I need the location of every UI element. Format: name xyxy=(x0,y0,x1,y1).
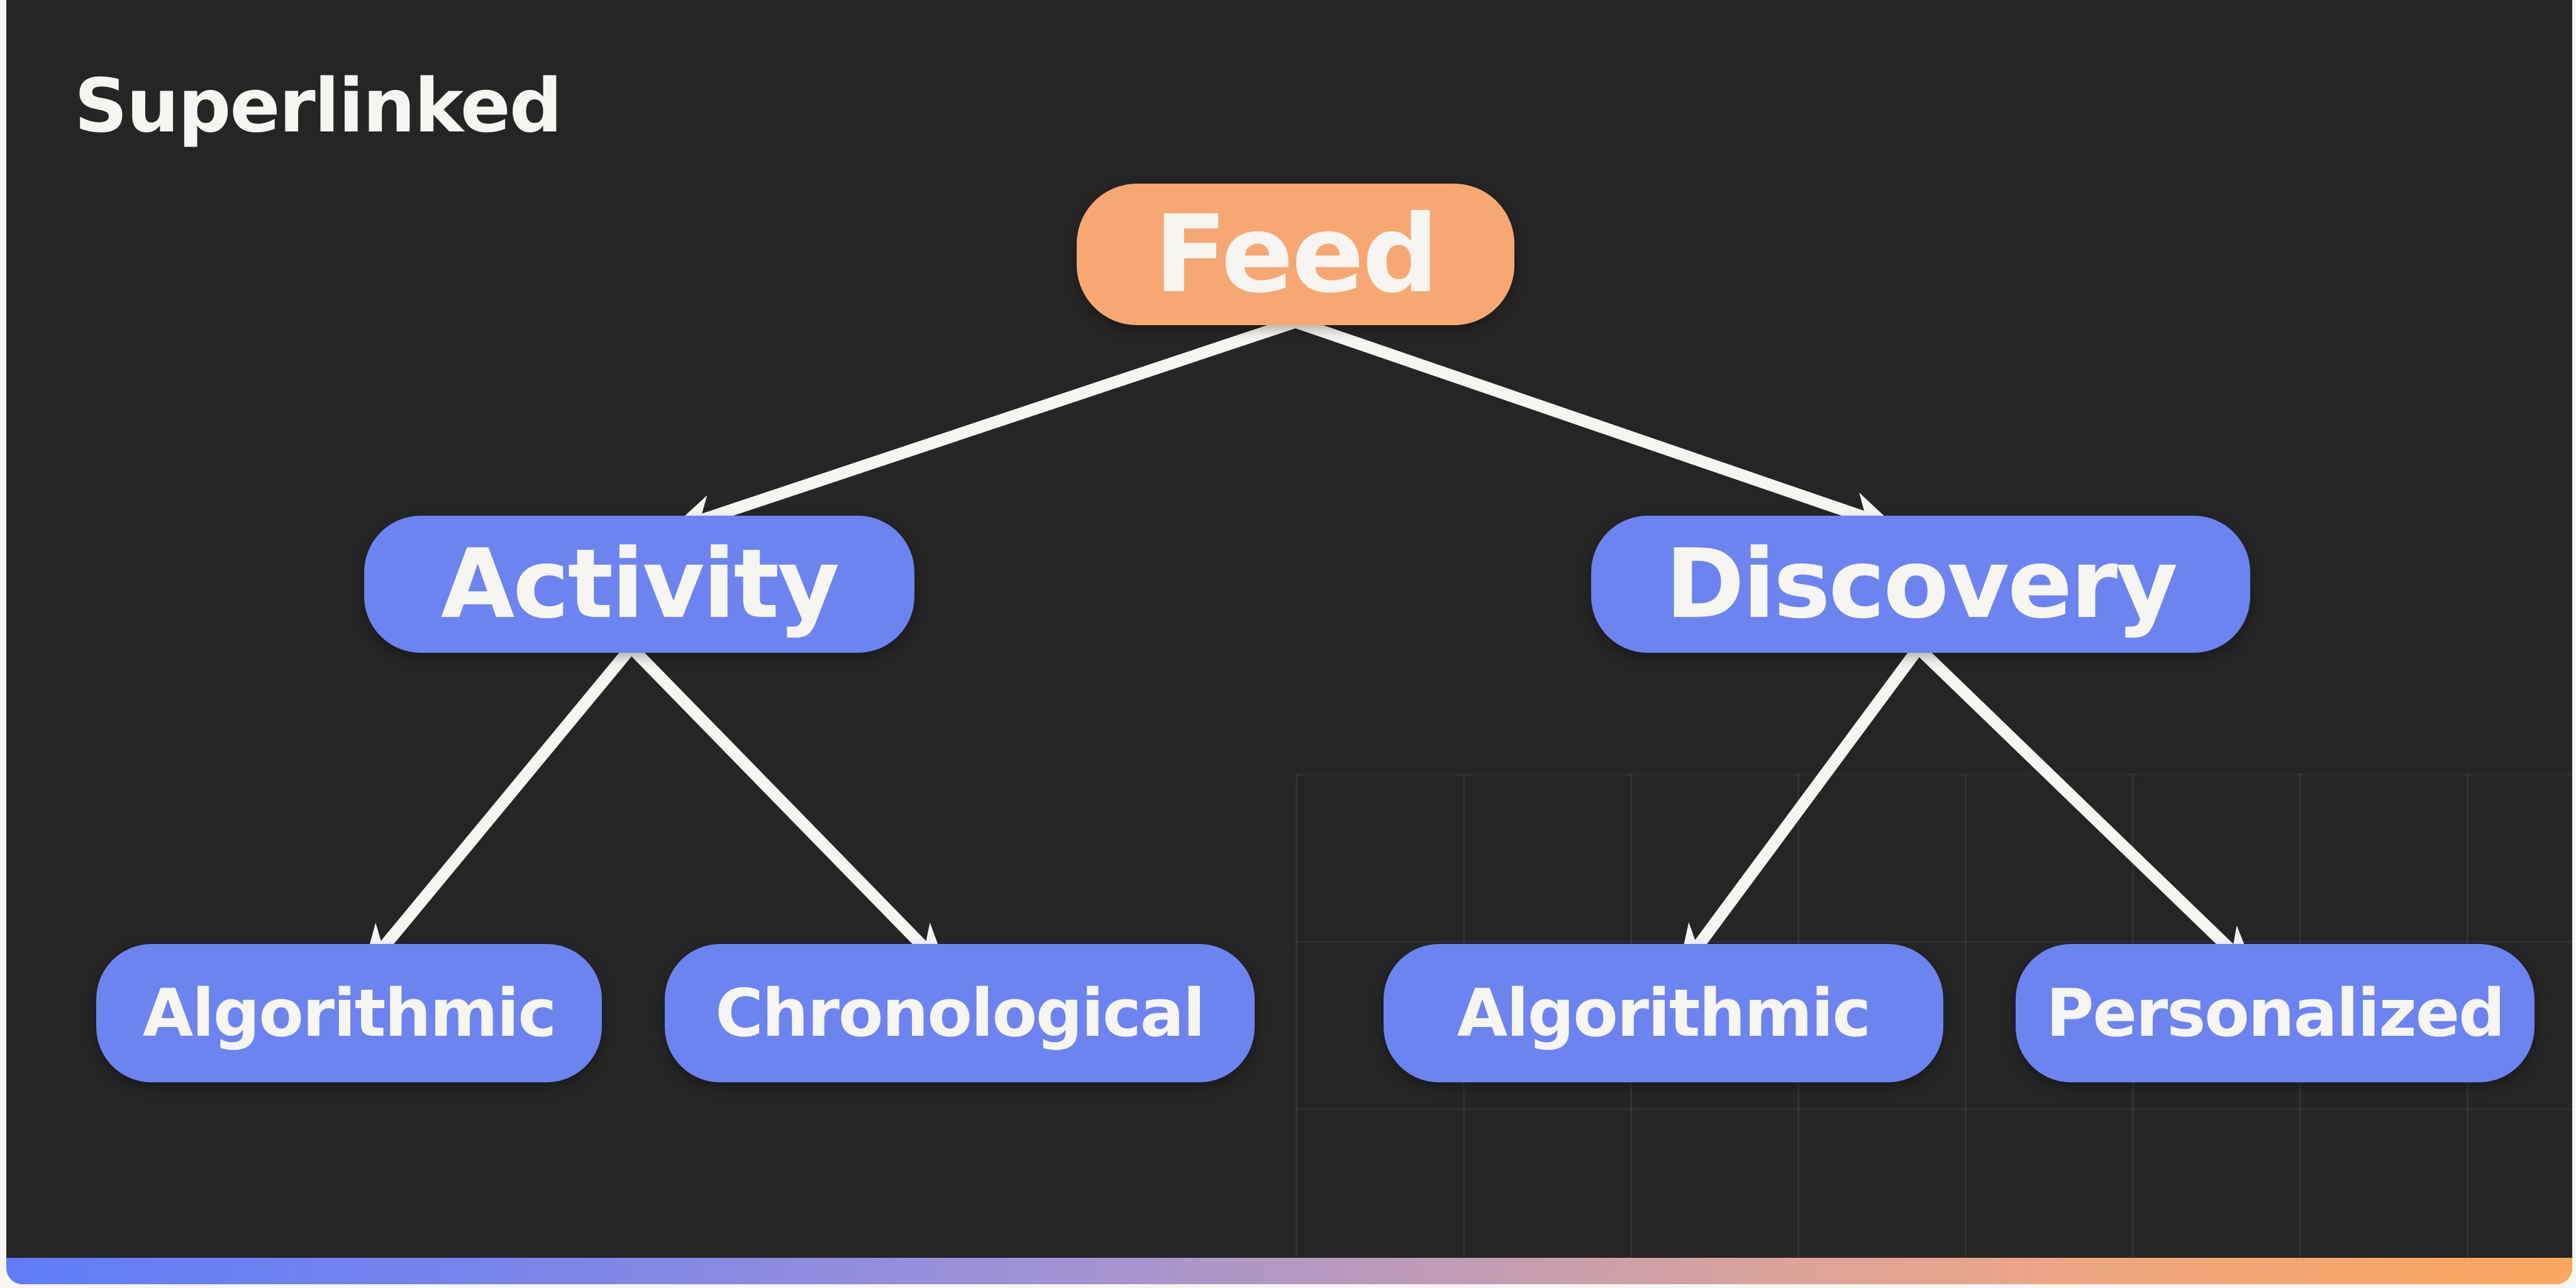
node-algorithmic-activity: Algorithmic xyxy=(96,944,602,1082)
slide-canvas: Superlinked Feed Activity Discovery xyxy=(6,0,2572,1284)
node-feed-label: Feed xyxy=(1154,192,1439,317)
arrow-feed-to-discovery xyxy=(1289,316,1899,534)
node-algorithmic-discovery-label: Algorithmic xyxy=(1457,975,1871,1052)
node-discovery: Discovery xyxy=(1591,516,2250,653)
node-feed: Feed xyxy=(1077,184,1514,325)
node-activity-label: Activity xyxy=(440,528,840,640)
node-algorithmic-activity-label: Algorithmic xyxy=(142,975,557,1052)
connector-arrows xyxy=(358,316,2259,977)
node-chronological: Chronological xyxy=(665,944,1255,1082)
node-personalized-label: Personalized xyxy=(2046,975,2505,1052)
arrow-activity-to-algorithmic xyxy=(358,644,635,976)
node-activity: Activity xyxy=(364,516,914,653)
node-personalized: Personalized xyxy=(2016,944,2534,1082)
node-chronological-label: Chronological xyxy=(715,975,1205,1052)
gradient-accent-bar xyxy=(6,1258,2572,1284)
arrow-discovery-to-algorithmic xyxy=(1674,644,1923,976)
node-discovery-label: Discovery xyxy=(1665,528,2178,640)
brand-logo: Superlinked xyxy=(74,62,562,149)
arrow-discovery-to-personalized xyxy=(1914,644,2259,977)
arrow-feed-to-activity xyxy=(667,316,1302,536)
node-algorithmic-discovery: Algorithmic xyxy=(1384,944,1943,1082)
arrow-activity-to-chronological xyxy=(628,644,951,975)
